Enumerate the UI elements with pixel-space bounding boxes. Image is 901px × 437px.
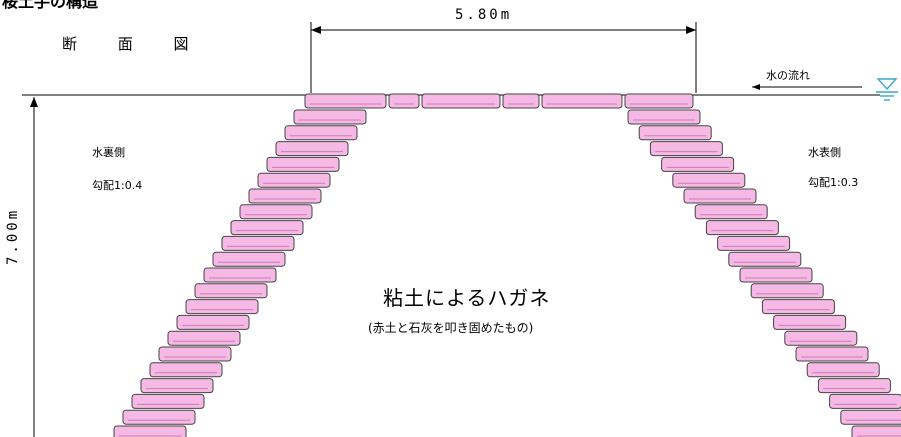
right-slope-stone xyxy=(627,109,701,125)
section-label: 断 面 図 xyxy=(62,35,207,53)
left-slope-stone xyxy=(140,378,214,394)
left-slope-stone xyxy=(284,125,358,141)
right-slope-stone xyxy=(705,220,779,236)
water-level-icon xyxy=(876,78,898,101)
left-slope-stone xyxy=(131,393,205,409)
left-slope-stone xyxy=(185,299,259,315)
crest-stone xyxy=(388,93,420,109)
right-slope-stone xyxy=(694,204,768,220)
right-slope-stone xyxy=(661,156,735,172)
left-slope-stone xyxy=(248,188,322,204)
page-title: 桜土手の構造 xyxy=(2,0,99,11)
height-label: 7.00m xyxy=(5,207,21,265)
left-slope-stone xyxy=(122,409,196,425)
right-slope-stone xyxy=(728,251,802,267)
left-slope-stones xyxy=(113,109,367,437)
right-slope-stone xyxy=(717,235,791,251)
left-slope-stone xyxy=(176,314,250,330)
flow-arrow-icon xyxy=(752,84,862,90)
left-slope-stone xyxy=(158,346,232,362)
right-slope-stone xyxy=(750,283,824,299)
right-slope-stone xyxy=(638,125,712,141)
right-slope-stone xyxy=(817,378,891,394)
crest-stone xyxy=(541,93,623,109)
right-slope-stone xyxy=(683,188,757,204)
width-arrow-left xyxy=(311,26,321,34)
right-slope-stone xyxy=(840,409,901,425)
crest-stone xyxy=(502,93,540,109)
right-slope-stone xyxy=(649,141,723,157)
core-subtitle: (赤土と石灰を叩き固めたもの) xyxy=(368,321,534,335)
left-slope-stone xyxy=(212,251,286,267)
left-slope-stone xyxy=(203,267,277,283)
right-slope-stone xyxy=(829,393,901,409)
top-width-label: 5.80m xyxy=(455,7,513,23)
left-slope-stone xyxy=(275,141,349,157)
left-slope-stone xyxy=(113,425,187,437)
right-slope-stone xyxy=(851,425,901,437)
left-slope-stone xyxy=(149,362,223,378)
left-slope-stone xyxy=(266,156,340,172)
left-slope-stone xyxy=(230,220,304,236)
right-slope-stone xyxy=(761,299,835,315)
right-side-slope: 勾配1:0.3 xyxy=(808,176,859,189)
right-slope-stone xyxy=(795,346,869,362)
right-slope-stone xyxy=(739,267,813,283)
height-arrow-top xyxy=(30,97,38,107)
crest-stone xyxy=(304,93,387,109)
crest-stone xyxy=(624,93,694,109)
left-slope-stone xyxy=(167,330,241,346)
left-slope-stone xyxy=(257,172,331,188)
left-slope-stone xyxy=(293,109,367,125)
right-slope-stone xyxy=(672,172,746,188)
crest-stones xyxy=(304,93,694,109)
left-slope-stone xyxy=(194,283,268,299)
width-arrow-right xyxy=(686,26,696,34)
right-slope-stone xyxy=(784,330,858,346)
left-slope-stone xyxy=(221,235,295,251)
core-title: 粘土によるハガネ xyxy=(383,286,551,310)
left-side-name: 水裏側 xyxy=(92,146,125,159)
right-slope-stone xyxy=(773,314,847,330)
right-slope-stone xyxy=(806,362,880,378)
crest-stone xyxy=(421,93,501,109)
left-side-slope: 勾配1:0.4 xyxy=(92,179,143,192)
left-slope-stone xyxy=(239,204,313,220)
right-slope-stones xyxy=(627,109,901,437)
right-side-name: 水表側 xyxy=(808,146,841,159)
flow-label: 水の流れ xyxy=(766,69,810,82)
